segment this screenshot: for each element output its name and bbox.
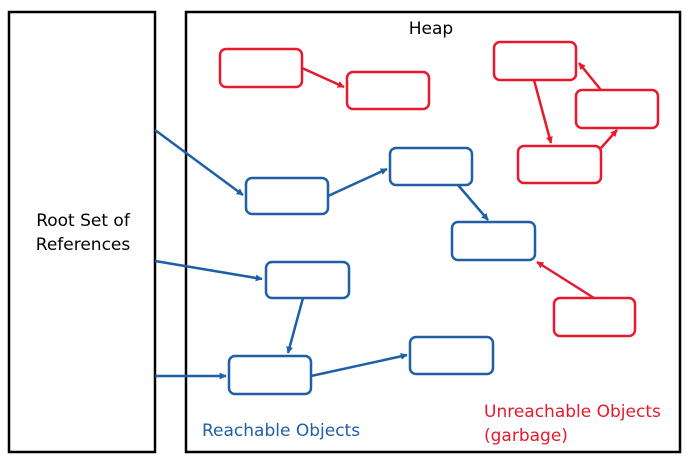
reachable-object-d <box>264 260 351 300</box>
unreachable-object-1 <box>218 47 304 89</box>
garbage-reference-arrow-3-to-5 <box>532 79 553 144</box>
reference-arrow-d-to-e <box>286 297 305 354</box>
reference-arrow-a-to-b <box>327 167 388 198</box>
unreachable-object-6 <box>552 296 637 338</box>
heap-title: Heap <box>409 19 453 39</box>
garbage-reference-arrow-1-to-2 <box>301 66 345 89</box>
reachable-object-e <box>227 354 313 396</box>
unreachable-object-3 <box>492 40 578 82</box>
heap-box <box>184 10 682 454</box>
reachable-object-c <box>450 220 537 262</box>
unreachable-objects-label-line1: Unreachable Objects <box>484 402 661 422</box>
garbage-reference-arrow-6-to-c <box>536 260 595 300</box>
unreachable-object-5 <box>516 144 603 185</box>
root-set-label-line1: Root Set of <box>36 211 131 231</box>
unreachable-object-2 <box>345 70 431 111</box>
reference-arrow-b-to-c <box>457 184 489 221</box>
unreachable-object-4 <box>574 88 660 130</box>
reachable-object-b <box>388 146 474 187</box>
root-reference-arrow-2 <box>154 259 263 282</box>
root-set-label-line2: References <box>36 235 131 255</box>
garbage-reference-arrow-5-to-4 <box>600 129 618 149</box>
unreachable-objects-label-line2: (garbage) <box>484 426 568 446</box>
reachable-object-f <box>408 335 495 376</box>
root-reference-arrow-1 <box>154 128 244 197</box>
garbage-reference-arrow-4-to-3 <box>578 62 602 91</box>
reachable-object-a <box>244 176 330 216</box>
reachable-objects-label: Reachable Objects <box>202 421 360 441</box>
reference-arrow-e-to-f <box>310 352 408 378</box>
root-set-box <box>7 10 157 454</box>
